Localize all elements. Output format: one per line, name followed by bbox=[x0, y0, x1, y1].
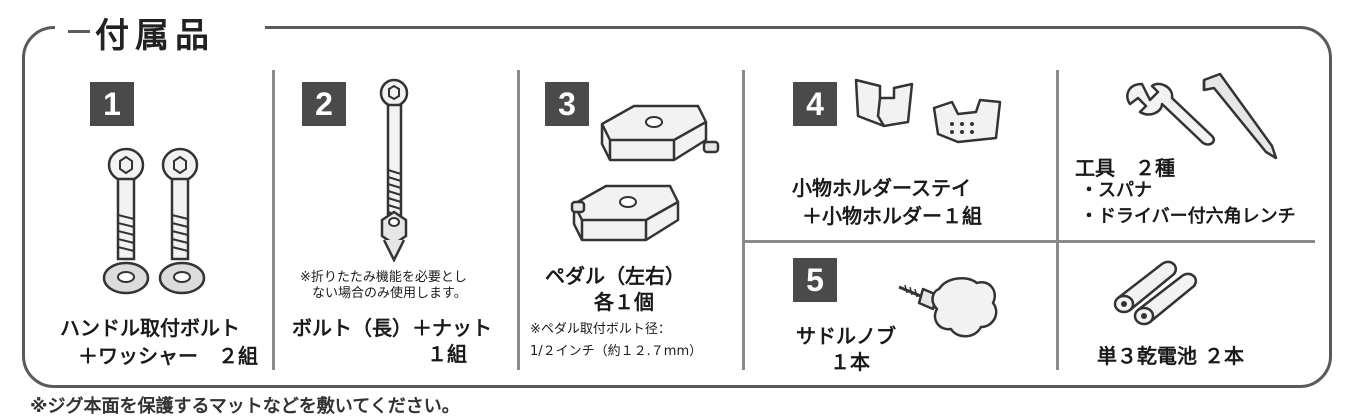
item-label-3: ペダル（左右） bbox=[545, 264, 685, 288]
item-number-2: 2 bbox=[302, 82, 346, 126]
battery-icon bbox=[1113, 260, 1198, 326]
tools-hexkey-label: ・ドライバー付六角レンチ bbox=[1080, 206, 1296, 227]
tools-spanner-label: ・スパナ bbox=[1080, 180, 1152, 201]
bolt-icon bbox=[107, 147, 199, 261]
item-label-5: サドルノブ bbox=[796, 324, 896, 348]
divider bbox=[745, 240, 1315, 243]
divider bbox=[517, 70, 520, 370]
item-note-3: ※ペダル取付ボルト径： bbox=[530, 322, 671, 337]
washer-icon bbox=[102, 261, 206, 295]
item-number-5: 5 bbox=[793, 258, 837, 302]
item-label-1: ハンドル取付ボルト bbox=[60, 316, 240, 340]
holder-stay-icon bbox=[854, 78, 914, 128]
knob-icon bbox=[898, 276, 998, 338]
holder-icon bbox=[932, 98, 1002, 144]
title-background bbox=[55, 6, 265, 52]
hex-key-icon bbox=[1202, 72, 1278, 160]
item-label-5b: １本 bbox=[830, 350, 870, 374]
item-number-4: 4 bbox=[793, 82, 837, 126]
divider bbox=[742, 70, 745, 370]
item-label-4b: ＋小物ホルダー１組 bbox=[802, 204, 982, 228]
item-label-3b: 各１個 bbox=[594, 290, 654, 314]
divider bbox=[1056, 70, 1059, 370]
item-label-4: 小物ホルダーステイ bbox=[792, 176, 971, 200]
pedal-icon bbox=[570, 184, 680, 242]
battery-label: 単３乾電池 ２本 bbox=[1097, 344, 1244, 368]
long-bolt-icon bbox=[379, 78, 409, 225]
item-number-1: 1 bbox=[90, 82, 134, 126]
nut-icon bbox=[380, 210, 408, 263]
accessories-frame bbox=[22, 26, 1332, 388]
item-note-2b: ない場合のみ使用します。 bbox=[312, 286, 467, 301]
item-label-1b: ＋ワッシャー ２組 bbox=[78, 344, 258, 368]
pedal-icon bbox=[600, 104, 720, 162]
divider bbox=[272, 70, 275, 370]
item-number-3: 3 bbox=[545, 82, 589, 126]
footer-note: ※ジグ本面を保護するマットなどを敷いてください。 bbox=[30, 396, 460, 417]
page-title: 付属品 bbox=[95, 16, 215, 56]
item-label-2: ボルト（長）＋ナット bbox=[292, 316, 492, 340]
tools-label: 工具 ２種 bbox=[1075, 156, 1175, 180]
title-dash bbox=[68, 30, 90, 33]
item-note-2: ※折りたたみ機能を必要とし bbox=[300, 270, 467, 285]
item-note-3b: 1/２インチ（約１２.７mm） bbox=[530, 344, 703, 359]
spanner-icon bbox=[1126, 82, 1216, 146]
item-label-2b: １組 bbox=[427, 342, 467, 366]
